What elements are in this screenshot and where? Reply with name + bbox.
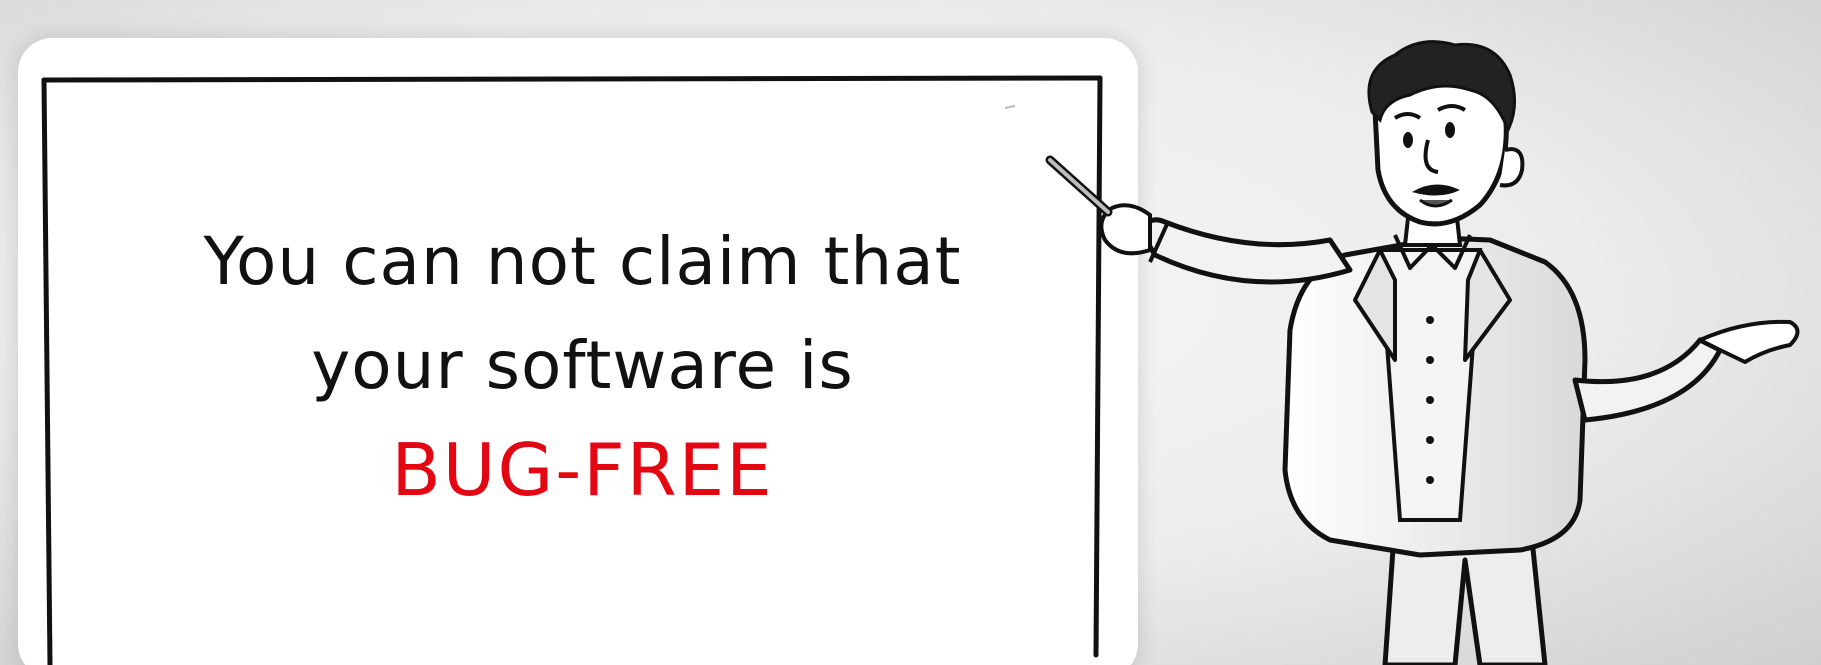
trousers [1382, 517, 1548, 665]
open-arm [1572, 337, 1723, 423]
message-line-1: You can not claim that [203, 223, 962, 300]
pointing-arm [1137, 217, 1353, 285]
shirt-buttons [1426, 316, 1434, 484]
whiteboard-message: You can not claim that your software is … [60, 210, 1105, 522]
jacket [1282, 235, 1588, 558]
shirt [1377, 248, 1483, 522]
open-hand [1698, 319, 1800, 364]
hair [1367, 40, 1516, 134]
message-line-2: your software is [311, 327, 854, 404]
whiteboard [18, 38, 1138, 665]
head [1372, 45, 1509, 227]
message-emphasis: BUG-FREE [391, 428, 774, 512]
